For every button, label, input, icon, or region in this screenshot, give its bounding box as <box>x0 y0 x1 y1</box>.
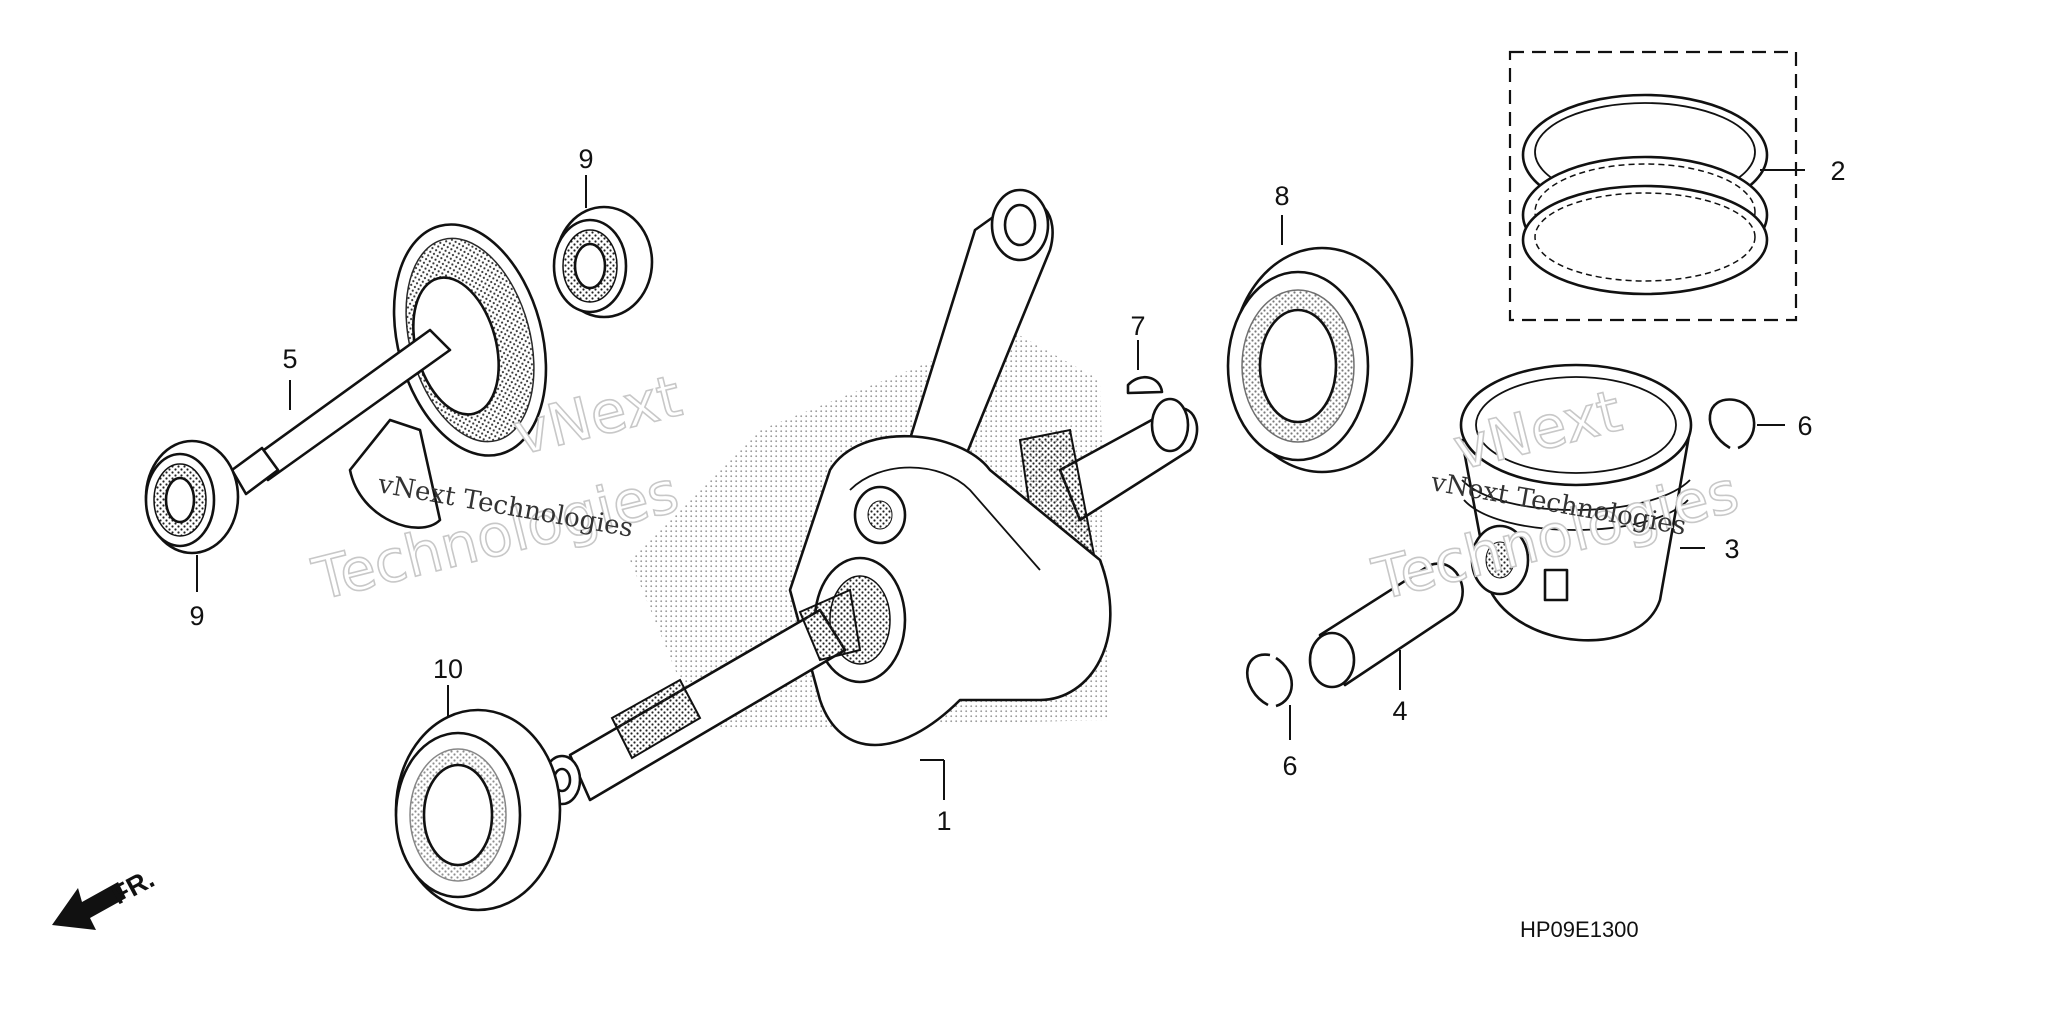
piston <box>1459 363 1693 642</box>
crankshaft <box>542 188 1199 806</box>
callout-bearing-bottom: 10 <box>433 654 463 684</box>
pin-clip-right <box>1708 398 1756 450</box>
callout-piston: 3 <box>1724 534 1739 564</box>
pin-clip-bottom <box>1246 653 1293 708</box>
callout-pin-clip-right: 6 <box>1797 411 1812 441</box>
piston-pin <box>1308 562 1464 689</box>
balancer-shaft <box>230 223 548 529</box>
woodruff-key <box>1126 375 1164 395</box>
bearing-left <box>144 439 240 555</box>
bearing-bottom <box>394 708 562 912</box>
callout-crankshaft: 1 <box>936 806 951 836</box>
diagram-code: HP09E1300 <box>1520 917 1639 942</box>
callouts: 1 2 3 4 5 6 6 7 8 9 9 10 <box>189 144 1845 836</box>
callout-woodruff-key: 7 <box>1130 311 1145 341</box>
callout-piston-pin: 4 <box>1392 696 1407 726</box>
arrow-left-icon <box>52 882 126 930</box>
piston-ring-set <box>1508 50 1798 322</box>
bearing-top <box>552 205 654 319</box>
leader-lines <box>196 169 1805 800</box>
callout-bearing-top: 9 <box>578 144 593 174</box>
callout-pin-clip-bottom: 6 <box>1282 751 1297 781</box>
front-direction-indicator: FR. <box>52 863 159 930</box>
callout-bearing-right: 8 <box>1274 181 1289 211</box>
callout-piston-ring-set: 2 <box>1830 156 1845 186</box>
callout-balancer-shaft: 5 <box>282 344 297 374</box>
bearing-right <box>1226 246 1414 474</box>
callout-bearing-left: 9 <box>189 601 204 631</box>
